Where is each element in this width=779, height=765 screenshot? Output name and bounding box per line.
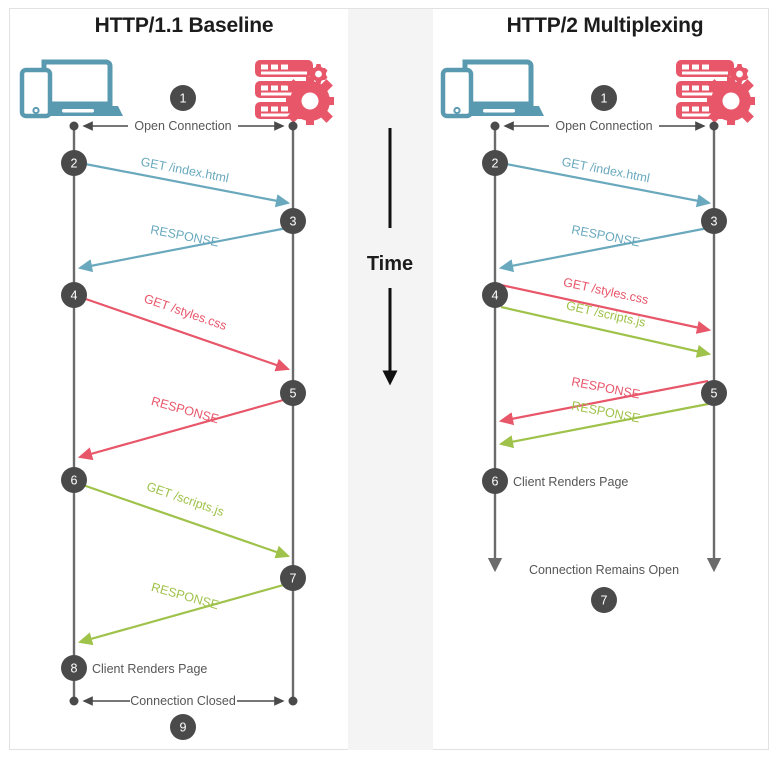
message-arrow-response-2-http2 bbox=[498, 379, 709, 426]
message-arrow-response-3 bbox=[77, 582, 288, 646]
message-arrow-get-index-2 bbox=[500, 161, 712, 208]
node-number-1: 1 bbox=[180, 92, 187, 106]
node-number-2-http2: 2 bbox=[492, 157, 499, 171]
message-label-response-1-http2: RESPONSE bbox=[570, 223, 641, 250]
step-3-response-http2: RESPONSE 3 bbox=[498, 208, 727, 273]
step-1-open-connection-http11: Open Connection 1 bbox=[82, 85, 285, 133]
node-circle-8 bbox=[61, 655, 87, 681]
message-label-response-1: RESPONSE bbox=[149, 223, 220, 250]
step-7-response-http11: RESPONSE 7 bbox=[77, 565, 306, 646]
step-4-parallel-requests-http2: GET /styles.css GET /scripts.js 4 bbox=[482, 275, 712, 358]
step-4-get-styles-http11: GET /styles.css 4 bbox=[61, 282, 291, 372]
open-connection-label: Open Connection bbox=[134, 119, 231, 133]
message-arrow-response-3-http2 bbox=[498, 402, 709, 449]
step-3-response-http11: RESPONSE 3 bbox=[77, 208, 306, 273]
node-number-9: 9 bbox=[180, 721, 187, 735]
panel-http11: HTTP/1.1 Baseline bbox=[19, 14, 334, 740]
node-circle-9 bbox=[170, 714, 196, 740]
node-circle-7 bbox=[280, 565, 306, 591]
client-laptop-phone-icon bbox=[19, 59, 123, 119]
node-circle-6 bbox=[61, 467, 87, 493]
step-9-connection-closed-http11: Connection Closed 9 bbox=[69, 694, 298, 740]
step-1-open-connection-http2: Open Connection 1 bbox=[503, 85, 706, 133]
message-arrow-response-1-http2 bbox=[498, 226, 709, 273]
node-number-2: 2 bbox=[71, 157, 78, 171]
time-band-group: Time bbox=[348, 9, 433, 750]
time-band bbox=[348, 9, 433, 750]
node-number-3-http2: 3 bbox=[711, 215, 718, 229]
node-circle-4 bbox=[61, 282, 87, 308]
message-arrow-get-styles bbox=[79, 295, 291, 372]
connection-closed-label: Connection Closed bbox=[130, 694, 236, 708]
message-arrow-response-2 bbox=[77, 397, 288, 461]
server-rack-gears-icon-2 bbox=[676, 60, 755, 125]
node-circle-3-http2 bbox=[701, 208, 727, 234]
node-number-4-http2: 4 bbox=[492, 289, 499, 303]
connection-remains-open-label: Connection Remains Open bbox=[529, 563, 679, 577]
panel-title-http2: HTTP/2 Multiplexing bbox=[507, 14, 704, 37]
panel-http2: HTTP/2 Multiplexing bbox=[440, 14, 755, 613]
step-8-client-renders-http11: 8 Client Renders Page bbox=[61, 655, 207, 681]
open-connection-label-2: Open Connection bbox=[555, 119, 652, 133]
step-5-parallel-responses-http2: RESPONSE RESPONSE 5 bbox=[498, 375, 727, 449]
step-6-get-scripts-http11: GET /scripts.js 6 bbox=[61, 467, 291, 559]
message-label-get-index-2: GET /index.html bbox=[561, 155, 651, 186]
node-number-4: 4 bbox=[71, 289, 78, 303]
server-start-dot bbox=[288, 121, 298, 131]
node-circle-2 bbox=[61, 150, 87, 176]
step-2-get-index-http2: GET /index.html 2 bbox=[482, 150, 712, 208]
server-end-dot bbox=[288, 696, 298, 706]
step-5-response-http11: RESPONSE 5 bbox=[77, 380, 306, 461]
node-circle-4-http2 bbox=[482, 282, 508, 308]
client-renders-page-label-http11: Client Renders Page bbox=[92, 662, 207, 676]
node-circle-3 bbox=[280, 208, 306, 234]
node-number-3: 3 bbox=[290, 215, 297, 229]
node-number-5: 5 bbox=[290, 387, 297, 401]
message-label-get-styles: GET /styles.css bbox=[142, 291, 228, 333]
node-circle-5 bbox=[280, 380, 306, 406]
message-label-response-2-http2: RESPONSE bbox=[570, 375, 641, 402]
step-6-client-renders-http2: 6 Client Renders Page bbox=[482, 468, 628, 494]
panel-title-http11: HTTP/1.1 Baseline bbox=[95, 14, 274, 37]
server-rack-gears-icon bbox=[255, 60, 334, 125]
message-label-response-3-http2: RESPONSE bbox=[570, 399, 641, 426]
node-number-7: 7 bbox=[290, 572, 297, 586]
client-start-dot bbox=[69, 121, 79, 131]
step-7-connection-remains-open-http2: Connection Remains Open 7 bbox=[529, 563, 679, 613]
node-number-7-http2: 7 bbox=[601, 594, 608, 608]
client-start-dot-2 bbox=[490, 121, 500, 131]
node-circle-6-http2 bbox=[482, 468, 508, 494]
node-number-5-http2: 5 bbox=[711, 387, 718, 401]
node-number-1-http2: 1 bbox=[601, 92, 608, 106]
client-renders-page-label-http2: Client Renders Page bbox=[513, 475, 628, 489]
message-arrow-response-1 bbox=[77, 226, 288, 273]
message-label-response-3: RESPONSE bbox=[150, 580, 221, 612]
node-number-6: 6 bbox=[71, 474, 78, 488]
node-circle-1-http2 bbox=[591, 85, 617, 111]
message-label-response-2: RESPONSE bbox=[150, 394, 221, 426]
step-2-get-index-http11: GET /index.html 2 bbox=[61, 150, 291, 208]
time-label: Time bbox=[367, 253, 413, 275]
node-number-8: 8 bbox=[71, 662, 78, 676]
node-circle-1 bbox=[170, 85, 196, 111]
message-label-get-index: GET /index.html bbox=[140, 155, 230, 186]
node-circle-2-http2 bbox=[482, 150, 508, 176]
client-end-dot bbox=[69, 696, 79, 706]
message-label-get-scripts: GET /scripts.js bbox=[145, 479, 226, 519]
message-arrow-get-index bbox=[79, 161, 291, 208]
node-circle-5-http2 bbox=[701, 380, 727, 406]
client-laptop-phone-icon-2 bbox=[440, 59, 544, 119]
message-arrow-get-scripts-2 bbox=[500, 305, 712, 358]
message-arrow-get-styles-2 bbox=[500, 283, 712, 334]
message-arrow-get-scripts bbox=[79, 482, 291, 559]
node-circle-7-http2 bbox=[591, 587, 617, 613]
node-number-6-http2: 6 bbox=[492, 475, 499, 489]
server-start-dot-2 bbox=[709, 121, 719, 131]
